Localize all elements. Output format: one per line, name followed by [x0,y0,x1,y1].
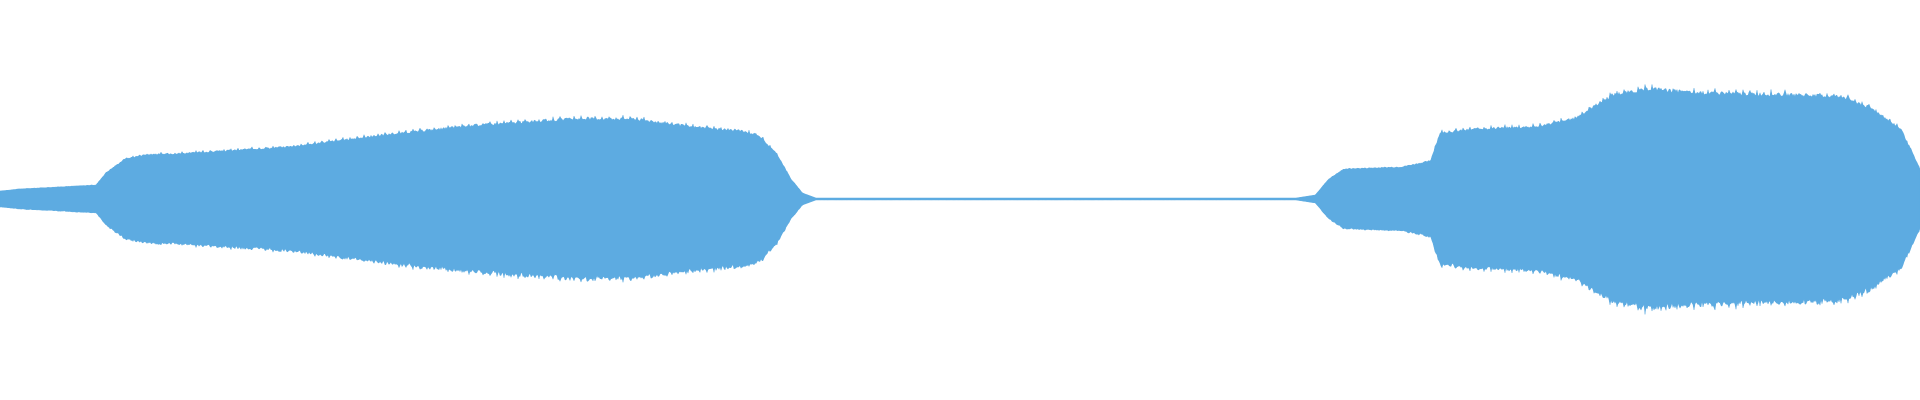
waveform-shape [0,84,1920,315]
